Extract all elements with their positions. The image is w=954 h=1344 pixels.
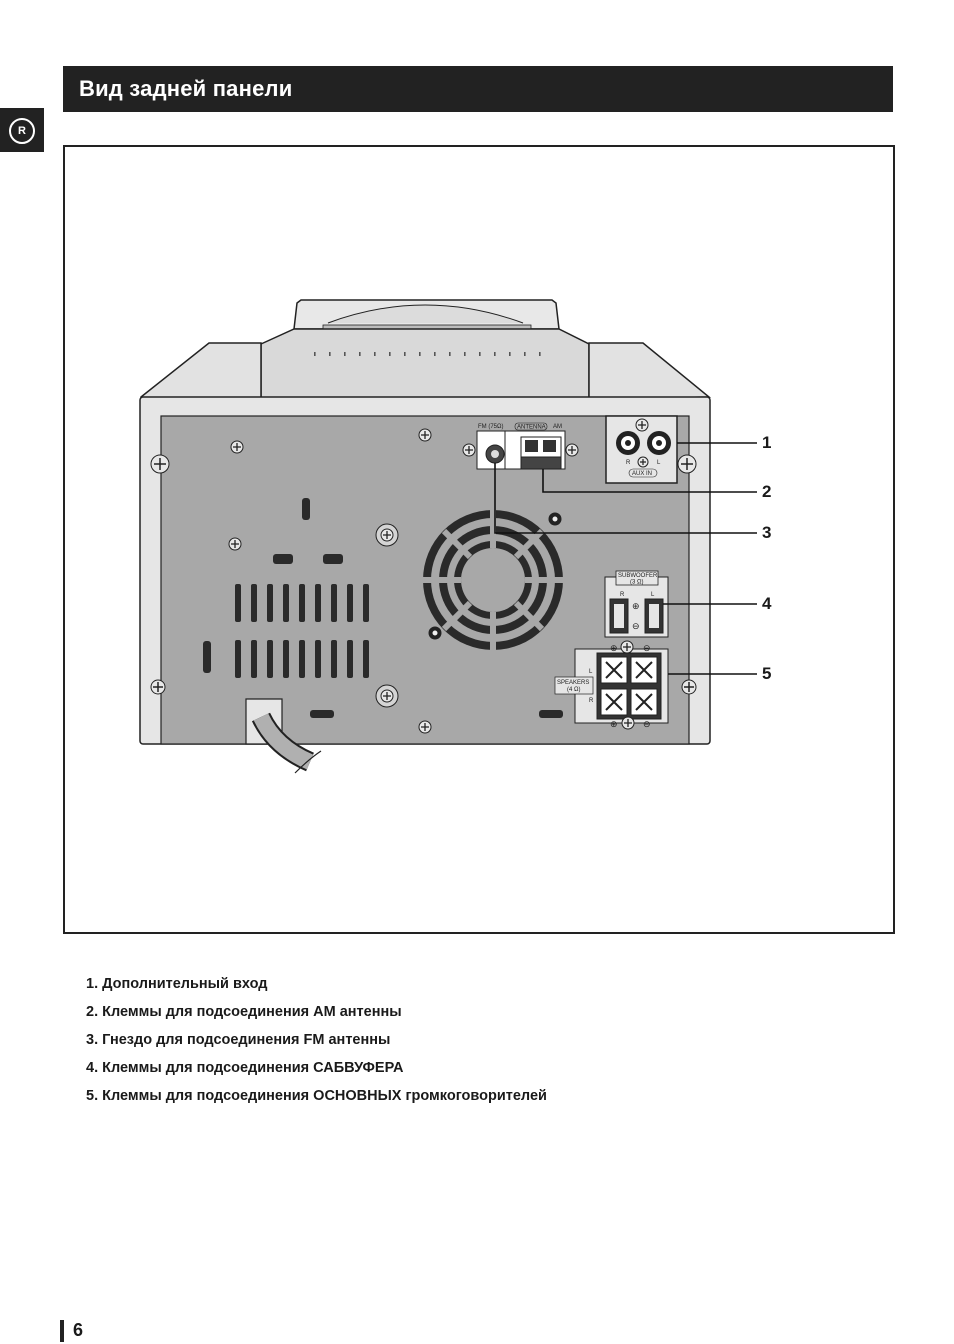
callout-5: 5 [762,664,772,683]
aux-in-label: AUX IN [632,471,652,477]
legend-item: 3. Гнездо для подсоединения FM антенны [86,1032,391,1048]
callout-3: 3 [762,523,772,542]
subwoofer-impedance: (3 Ω) [630,580,644,586]
aux-in-jacks: R L AUX IN [605,415,678,484]
aux-r-label: R [626,460,631,466]
subwoofer-label: SUBWOOFER [618,573,658,579]
legend-list: 1. Дополнительный вход 2. Клеммы для под… [86,975,547,1115]
callout-4: 4 [762,594,772,613]
legend-item: 5. Клеммы для подсоединения ОСНОВНЫХ гро… [86,1088,547,1104]
svg-text:⊖: ⊖ [643,643,651,653]
fan-grille [423,510,563,650]
language-tab: R [0,108,44,152]
speakers-impedance: (4 Ω) [567,687,581,693]
rear-panel-illustration: FM (75Ω) ANTENNA AM R L AUX IN SUBWOOFER… [139,299,757,774]
screws [150,428,697,734]
rear-panel-figure: FM (75Ω) ANTENNA AM R L AUX IN SUBWOOFER… [63,145,895,934]
svg-text:⊕: ⊕ [610,643,618,653]
footer-marker [60,1320,64,1342]
legend-item: 4. Клеммы для подсоединения САБВУФЕРА [86,1060,404,1076]
spk-l-label: L [589,669,593,675]
legend-item: 2. Клеммы для подсоединения AM антенны [86,1004,402,1020]
vent-dots [314,352,541,356]
spk-r-label: R [589,698,594,704]
page-number: 6 [73,1320,84,1340]
subwoofer-terminals: SUBWOOFER (3 Ω) R L ⊕ ⊖ [604,570,669,638]
vent-slots [203,498,563,718]
legend-item: 1. Дополнительный вход [86,976,268,992]
svg-text:⊕: ⊕ [610,719,618,729]
callout-1: 1 [762,433,772,452]
sub-l-label: L [651,592,655,598]
page-title: Вид задней панели [79,76,293,101]
language-badge: R [9,118,35,144]
speakers-label: SPEAKERS [557,680,589,686]
sub-r-label: R [620,592,625,598]
section-header: Вид задней панели [63,66,893,112]
fm-label: FM (75Ω) [478,424,504,430]
antenna-label: ANTENNA [517,425,546,431]
am-label: AM [553,424,562,430]
svg-text:⊖: ⊖ [643,719,651,729]
power-cord [245,698,322,774]
callout-2: 2 [762,482,772,501]
svg-text:⊖: ⊖ [632,621,640,631]
callout-lines [494,442,757,675]
speaker-terminals: ⊕ ⊖ ⊕ ⊖ SPEAKERS (4 Ω) L R [554,640,669,730]
antenna-terminal-block: FM (75Ω) ANTENNA AM [462,422,579,470]
aux-l-label: L [657,460,661,466]
svg-text:⊕: ⊕ [632,601,640,611]
